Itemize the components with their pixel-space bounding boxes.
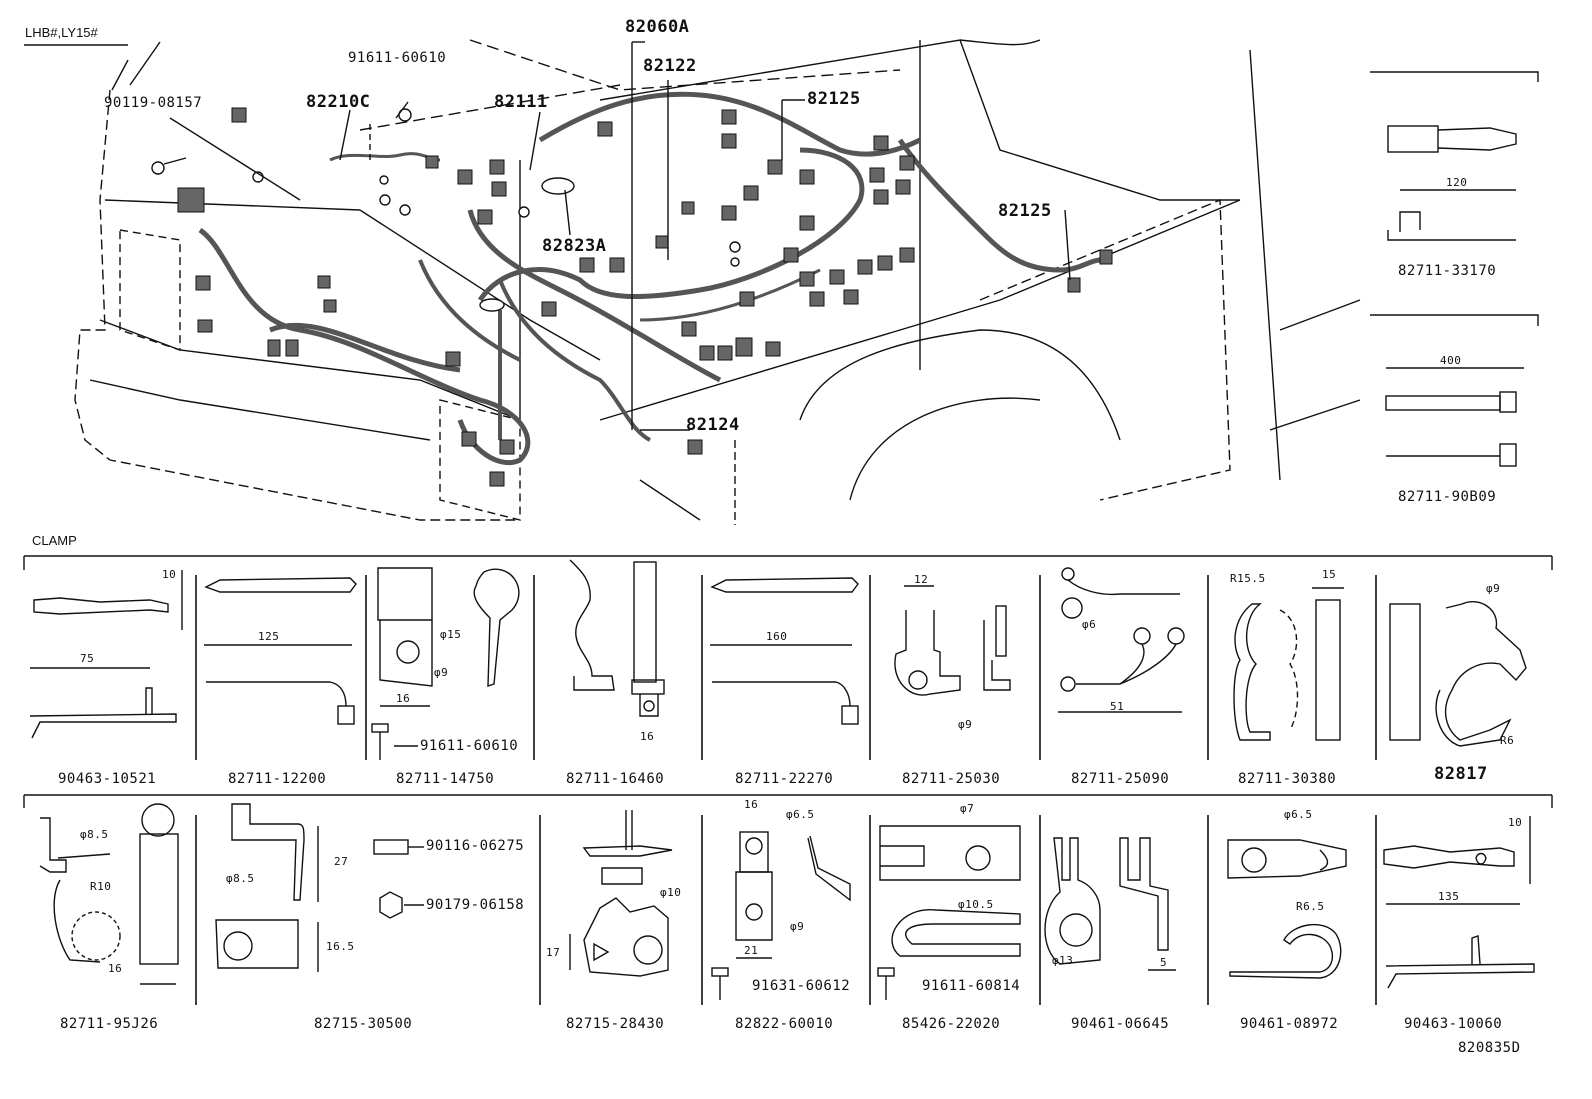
- callout-82111: 82111: [494, 92, 548, 112]
- dim-phi6-5-a: φ6.5: [786, 808, 815, 821]
- dim-phi13: φ13: [1052, 954, 1074, 967]
- part-90463-10060: 90463-10060: [1404, 1016, 1503, 1032]
- part-82817: 82817: [1434, 764, 1488, 784]
- callout-82124: 82124: [686, 415, 740, 435]
- dim-r10: R10: [90, 880, 112, 893]
- dim-16-c: 16: [108, 962, 123, 975]
- sub-part-91611-60610: 91611-60610: [420, 738, 519, 754]
- callout-91611-60610: 91611-60610: [348, 50, 447, 66]
- dim-phi10-5: φ10.5: [958, 898, 994, 911]
- dim-16-b: 16: [640, 730, 655, 743]
- dim-16-5: 16.5: [326, 940, 355, 953]
- dim-r15-5: R15.5: [1230, 572, 1266, 585]
- dim-21: 21: [744, 944, 759, 957]
- dim-12: 12: [914, 573, 929, 586]
- dim-phi10: φ10: [660, 886, 682, 899]
- dim-r6-5: R6.5: [1296, 900, 1325, 913]
- clamp-row2-sketches: [39, 803, 1535, 1000]
- part-82711-12200: 82711-12200: [228, 771, 327, 787]
- dim-16-d: 16: [744, 798, 759, 811]
- callout-82125-b: 82125: [998, 201, 1052, 221]
- part-82715-30500: 82715-30500: [314, 1016, 413, 1032]
- part-82715-28430: 82715-28430: [566, 1016, 665, 1032]
- dim-16-a: 16: [396, 692, 411, 705]
- sub-part-90116-06275: 90116-06275: [426, 838, 525, 854]
- part-82711-25030: 82711-25030: [902, 771, 1001, 787]
- part-82822-60010: 82822-60010: [735, 1016, 834, 1032]
- dim-125: 125: [258, 630, 280, 643]
- dim-r6: R6: [1500, 734, 1515, 747]
- dim-160: 160: [766, 630, 788, 643]
- callout-82122: 82122: [643, 56, 697, 76]
- part-82711-16460: 82711-16460: [566, 771, 665, 787]
- callout-82210C: 82210C: [306, 92, 371, 112]
- part-82711-14750: 82711-14750: [396, 771, 495, 787]
- part-85426-22020: 85426-22020: [902, 1016, 1001, 1032]
- part-82711-33170: 82711-33170: [1398, 263, 1497, 279]
- part-90461-06645: 90461-06645: [1071, 1016, 1170, 1032]
- part-90463-10521: 90463-10521: [58, 771, 157, 787]
- dim-phi8-5-a: φ8.5: [80, 828, 109, 841]
- dim-phi9-d: φ9: [790, 920, 805, 933]
- dim-phi8-5-b: φ8.5: [226, 872, 255, 885]
- side-parts-drawings: [1370, 71, 1539, 467]
- dim-10-b: 10: [1508, 816, 1523, 829]
- variant-label: LHB#,LY15#: [25, 25, 98, 40]
- callout-82125-a: 82125: [807, 89, 861, 109]
- part-82711-22270: 82711-22270: [735, 771, 834, 787]
- drawing-id: 820835D: [1458, 1040, 1521, 1056]
- dim-27: 27: [334, 855, 349, 868]
- dim-400: 400: [1440, 354, 1462, 367]
- dim-75: 75: [80, 652, 95, 665]
- part-82711-90B09: 82711-90B09: [1398, 489, 1497, 505]
- dim-phi9-b: φ9: [958, 718, 973, 731]
- sub-part-90179-06158: 90179-06158: [426, 897, 525, 913]
- dim-5: 5: [1160, 956, 1168, 969]
- dim-phi6-5-b: φ6.5: [1284, 808, 1313, 821]
- dim-15: 15: [1322, 568, 1337, 581]
- engine-bay-illustration: [24, 39, 1361, 525]
- dim-phi6: φ6: [1082, 618, 1097, 631]
- part-82711-30380: 82711-30380: [1238, 771, 1337, 787]
- dim-17: 17: [546, 946, 561, 959]
- dim-135: 135: [1438, 890, 1460, 903]
- dim-51: 51: [1110, 700, 1125, 713]
- callout-82823A: 82823A: [542, 236, 607, 256]
- dim-phi9-c: φ9: [1486, 582, 1501, 595]
- dim-phi7: φ7: [960, 802, 975, 815]
- part-82711-25090: 82711-25090: [1071, 771, 1170, 787]
- part-90461-08972: 90461-08972: [1240, 1016, 1339, 1032]
- dim-phi15: φ15: [440, 628, 462, 641]
- clamp-section-title: CLAMP: [32, 533, 77, 548]
- callout-90119-08157: 90119-08157: [104, 95, 203, 111]
- sub-part-91611-60814: 91611-60814: [922, 978, 1021, 994]
- callout-82060A: 82060A: [625, 17, 690, 37]
- dim-10-a: 10: [162, 568, 177, 581]
- clamp-row1-sketches: [29, 559, 1527, 760]
- dim-phi9-a: φ9: [434, 666, 449, 679]
- part-82711-95J26: 82711-95J26: [60, 1016, 159, 1032]
- sub-part-91631-60612: 91631-60612: [752, 978, 851, 994]
- clamp-table-frame: [23, 555, 1553, 1005]
- dim-120: 120: [1446, 176, 1468, 189]
